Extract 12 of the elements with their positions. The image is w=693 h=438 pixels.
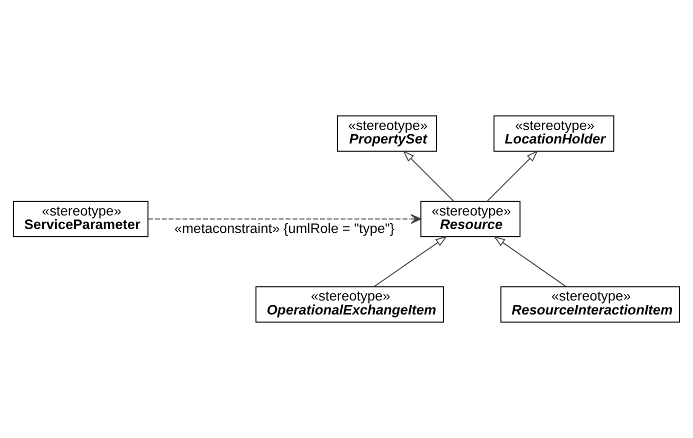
node-box: «stereotype» PropertySet — [336, 115, 438, 152]
arrow — [493, 236, 566, 288]
arrow — [486, 150, 538, 202]
node-box: «stereotype» Resource — [420, 200, 520, 238]
node-box: «stereotype» LocationHolder — [494, 115, 614, 152]
node-box: «stereotype» OperationalExchangeItem — [255, 286, 444, 323]
edge-label: «metaconstraint» {umlRole = "type"} — [174, 220, 394, 236]
node-box: «stereotype» ServiceParameter — [12, 200, 148, 238]
node-box: «stereotype» ResourceInteractionItem — [500, 286, 680, 323]
arrow — [148, 214, 422, 224]
arrow — [402, 150, 454, 202]
arrow — [374, 236, 448, 288]
